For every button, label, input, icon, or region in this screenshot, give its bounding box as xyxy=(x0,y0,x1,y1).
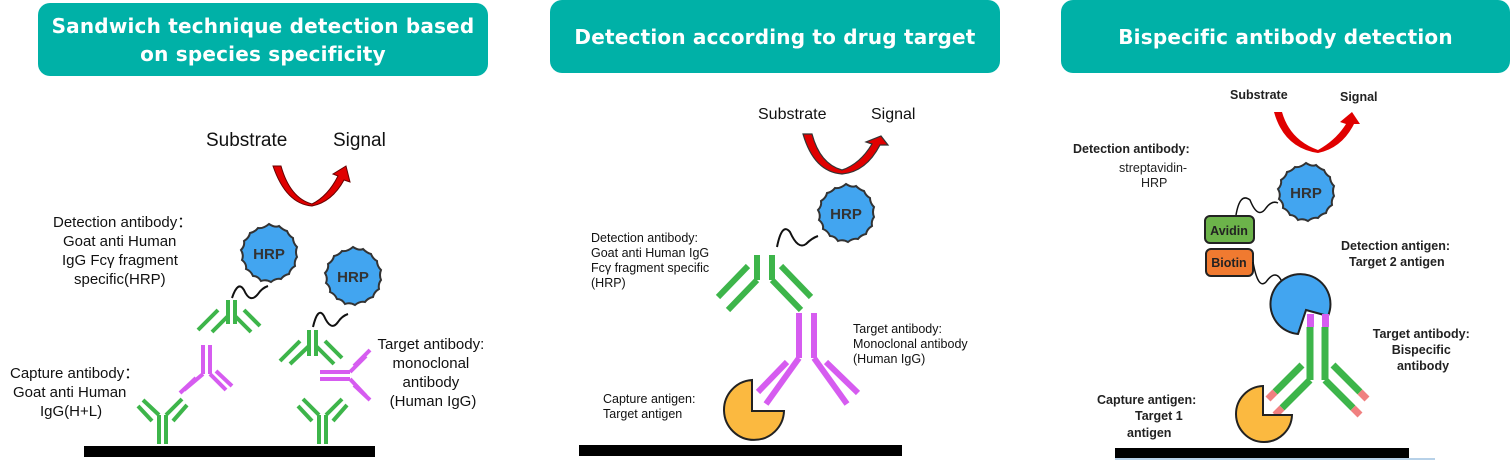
panel-1-signal-label: Signal xyxy=(333,130,386,151)
panel-1-diagram: Substrate Signal Detection antibody： Goa… xyxy=(10,130,489,457)
panel-3-title-text: Bispecific antibody detection xyxy=(1118,24,1453,49)
panel-2-reaction-arrow-icon xyxy=(802,133,890,175)
panel-2-capture-antigen-label: Capture antigen: Target antigen xyxy=(603,392,699,421)
panel-2-hrp-label: HRP xyxy=(830,206,862,223)
panel-3-capture-antigen-label: Capture antigen: Target 1 antigen xyxy=(1097,393,1200,440)
panel-3-hrp-enzyme: HRP xyxy=(1277,162,1335,222)
panel-2-substrate-label: Substrate xyxy=(758,106,827,123)
panel-3-avidin-label: Avidin xyxy=(1210,224,1248,238)
panel-3-title: Bispecific antibody detection xyxy=(1061,0,1510,73)
panel-2-linker xyxy=(776,228,819,248)
panel-2-title: Detection according to drug target xyxy=(550,0,1000,73)
panel-1-target-antibody-right xyxy=(320,348,372,402)
panel-3-biotin-box: Biotin xyxy=(1205,248,1254,277)
panel-1-detection-antibody-label: Detection antibody： Goat anti Human IgG … xyxy=(53,214,196,288)
panel-3-avidin-box: Avidin xyxy=(1204,215,1255,244)
panel-3-plate xyxy=(1115,448,1409,458)
panel-3-hrp-label: HRP xyxy=(1290,185,1322,202)
panel-2-plate xyxy=(579,445,902,456)
panel-1-substrate-label: Substrate xyxy=(206,130,287,151)
panel-3-biotin-label: Biotin xyxy=(1211,256,1246,270)
panel-1-detection-antibody-right xyxy=(278,330,344,366)
panel-3-detection-antigen-label: Detection antigen: Target 2 antigen xyxy=(1341,239,1454,269)
panel-1-capture-antibody-left xyxy=(136,397,189,444)
panel-3-substrate-label: Substrate xyxy=(1230,88,1288,102)
panel-1-title-line-1: Sandwich technique detection based xyxy=(51,13,475,38)
panel-3-linker-top xyxy=(1235,197,1279,216)
panel-2-target-antibody xyxy=(755,313,861,406)
panel-2-title-text: Detection according to drug target xyxy=(574,24,976,49)
panel-1-detection-antibody-left xyxy=(196,300,262,334)
panel-2-hrp-enzyme: HRP xyxy=(817,183,875,243)
panel-1-title: Sandwich technique detection based on sp… xyxy=(38,3,488,76)
panel-1-plate xyxy=(84,446,375,457)
panel-2-signal-label: Signal xyxy=(871,106,915,123)
panel-3-capture-antigen xyxy=(1235,384,1294,443)
panel-1-target-antibody-left xyxy=(178,345,234,395)
panel-1-hrp-enzyme-1: HRP xyxy=(240,223,298,283)
panel-1-linker-1 xyxy=(231,285,269,300)
panel-3-diagram: Substrate Signal Detection antibody: str… xyxy=(1073,88,1473,460)
panel-1-hrp-label-2: HRP xyxy=(337,269,369,286)
panel-2-capture-antigen xyxy=(723,378,786,441)
panel-1-capture-antibody-right xyxy=(296,397,349,444)
panel-1-title-line-2: on species specificity xyxy=(140,41,386,66)
panel-3-reaction-arrow-icon xyxy=(1274,112,1360,153)
panel-1-reaction-arrow-icon xyxy=(272,165,351,207)
panel-1-capture-antibody-label: Capture antibody： Goat anti Human IgG(H+… xyxy=(10,365,143,420)
panel-3-detection-antibody-label: Detection antibody: streptavidin- HRP xyxy=(1073,142,1193,190)
panel-3-signal-label: Signal xyxy=(1340,90,1378,104)
panel-1-linker-2 xyxy=(312,311,349,328)
panel-2-target-antibody-label: Target antibody: Monoclonal antibody (Hu… xyxy=(853,322,971,366)
panel-2-detection-antibody-label: Detection antibody: Goat anti Human IgG … xyxy=(591,231,713,290)
panel-3-detection-antigen xyxy=(1269,273,1332,336)
panel-2-detection-antibody xyxy=(715,255,814,313)
panel-1-hrp-enzyme-2: HRP xyxy=(324,246,382,306)
panel-2-diagram: Substrate Signal HRP Detection antibody:… xyxy=(579,106,971,456)
panel-3-bispecific-antibody xyxy=(1265,314,1370,418)
panel-3-plate-shadow xyxy=(1115,458,1435,460)
panel-1-hrp-label-1: HRP xyxy=(253,246,285,263)
panel-1-target-antibody-label: Target antibody: monoclonal antibody (Hu… xyxy=(378,336,489,410)
panel-3-target-antibody-label: Target antibody: Bispecific antibody xyxy=(1373,327,1473,373)
